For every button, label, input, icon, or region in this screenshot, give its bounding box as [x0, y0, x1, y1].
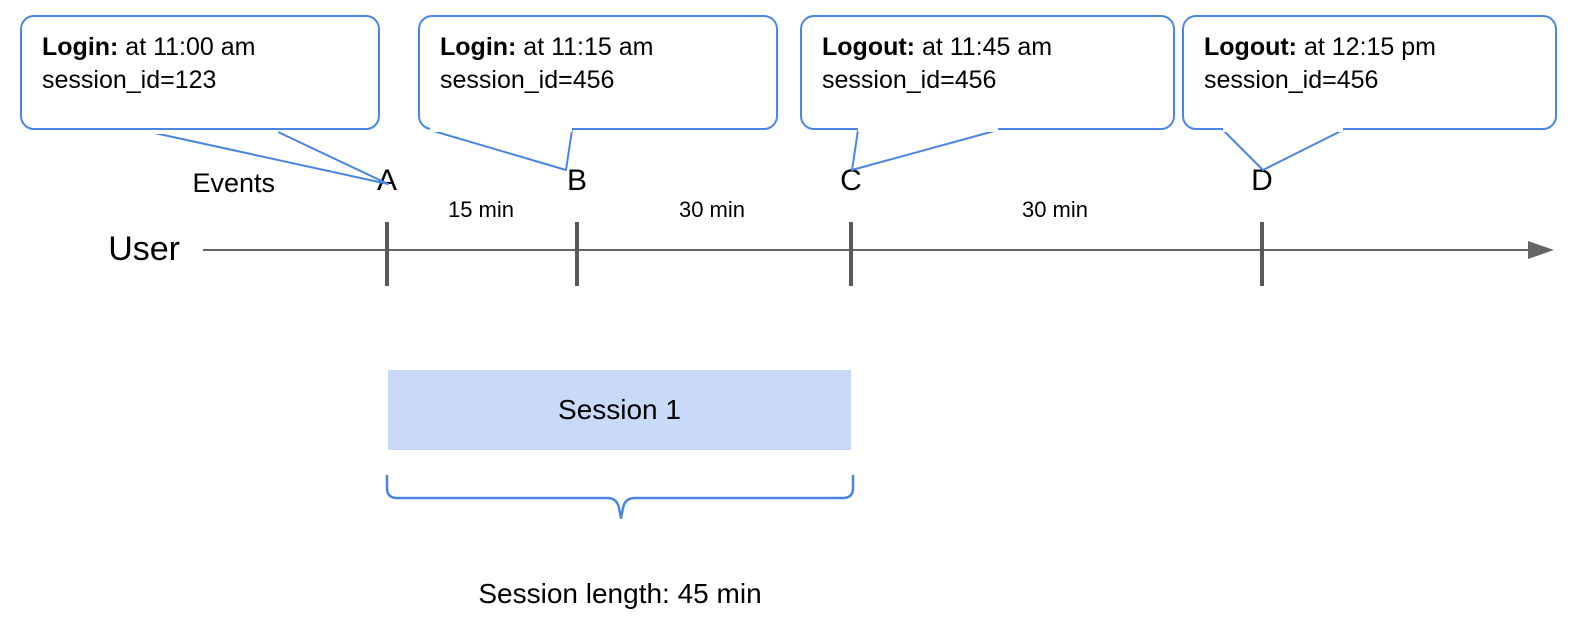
callout-tail-c — [851, 128, 999, 171]
callout-b-event: Login: — [440, 33, 517, 61]
callout-c-event: Logout: — [822, 33, 916, 61]
callout-b-session: session_id=456 — [440, 65, 615, 94]
event-tick-a — [385, 222, 389, 286]
event-label-b: B — [566, 164, 587, 197]
callout-a-detail: at 11:00 am — [118, 33, 256, 61]
callout-bubble-d: Logout: at 12:15 pm session_id=456 — [1182, 15, 1557, 130]
session-length-brace — [385, 474, 855, 520]
event-tick-b — [575, 222, 579, 286]
interval-label-cd: 30 min — [1021, 197, 1089, 222]
interval-label-bc: 30 min — [678, 197, 746, 222]
event-label-d: D — [1251, 164, 1273, 197]
callout-c-session: session_id=456 — [822, 65, 997, 94]
row-label-user: User — [108, 230, 180, 268]
callout-b-detail: at 11:15 am — [516, 33, 654, 61]
session-bar-label: Session 1 — [558, 394, 681, 425]
callout-bubble-b: Login: at 11:15 am session_id=456 — [418, 15, 778, 130]
session-bar: Session 1 — [388, 370, 851, 450]
timeline-arrowhead — [1528, 241, 1554, 259]
callout-tail-b — [429, 128, 573, 171]
callout-d-session: session_id=456 — [1204, 65, 1379, 94]
callout-c-detail: at 11:45 am — [915, 33, 1053, 61]
session-length-caption: Session length: 45 min — [478, 578, 762, 609]
callout-tail-d — [1222, 128, 1344, 171]
callout-a-session: session_id=123 — [42, 65, 217, 94]
callout-a-event: Login: — [42, 33, 119, 61]
callout-d-event: Logout: — [1204, 33, 1298, 61]
event-label-a: A — [376, 164, 397, 197]
row-label-events: Events — [192, 168, 275, 198]
callout-tail-a — [149, 130, 389, 185]
event-label-c: C — [840, 164, 862, 197]
callout-bubble-c: Logout: at 11:45 am session_id=456 — [800, 15, 1175, 130]
interval-label-ab: 15 min — [447, 197, 515, 222]
timeline-axis — [203, 249, 1538, 251]
event-tick-c — [849, 222, 853, 286]
callout-d-detail: at 12:15 pm — [1297, 33, 1436, 61]
event-tick-d — [1260, 222, 1264, 286]
callout-bubble-a: Login: at 11:00 am session_id=123 — [20, 15, 380, 130]
